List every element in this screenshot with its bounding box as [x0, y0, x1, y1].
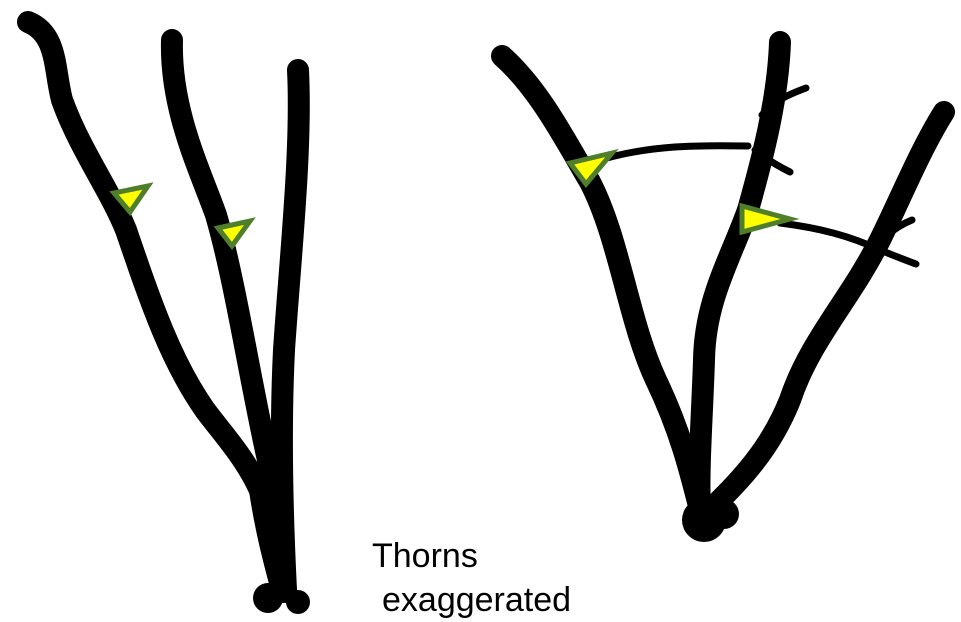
caption: Thorns exaggerated — [372, 534, 571, 622]
right-side-branch-upper — [600, 146, 748, 160]
right-stem-outer — [502, 56, 700, 510]
caption-line-1: Thorns — [372, 534, 571, 578]
stem-cluster-left — [28, 22, 310, 614]
right-base-node-2 — [709, 499, 739, 529]
caption-line-2: exaggerated — [372, 578, 571, 622]
thorn-right-2 — [742, 206, 790, 232]
left-base-node-2 — [286, 590, 310, 614]
left-stem-inner — [282, 70, 299, 590]
stem-cluster-right — [502, 42, 944, 542]
left-base-node-1 — [253, 583, 283, 613]
